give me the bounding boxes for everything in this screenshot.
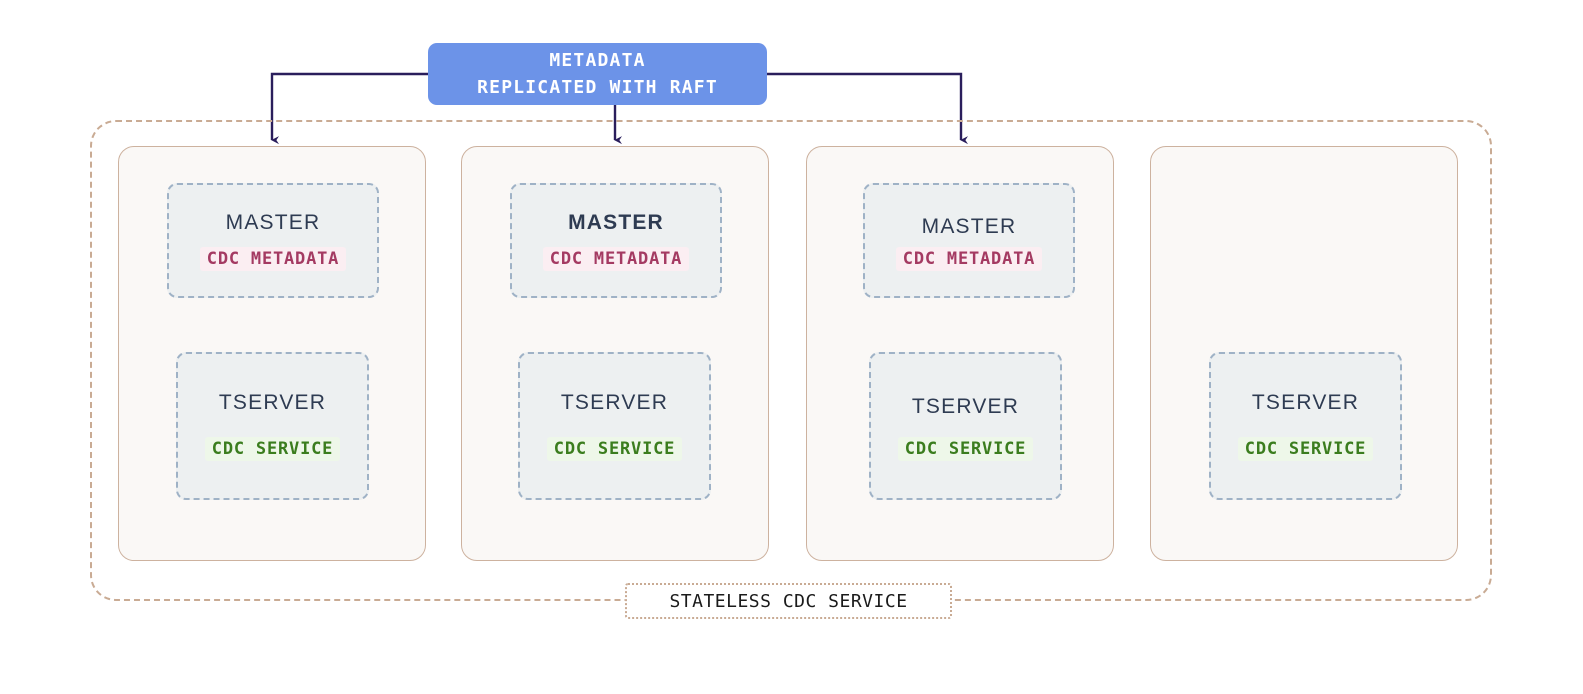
tserver-process-4[interactable]: TSERVER CDC SERVICE: [1209, 352, 1402, 500]
cdc-service-tag-1: CDC SERVICE: [204, 437, 341, 461]
metadata-banner-line-2: REPLICATED WITH RAFT: [477, 77, 718, 98]
cdc-service-tag-2: CDC SERVICE: [546, 437, 683, 461]
metadata-raft-banner[interactable]: METADATA REPLICATED WITH RAFT: [428, 43, 767, 105]
region-label-text: STATELESS CDC SERVICE: [669, 590, 908, 612]
master-title-1: MASTER: [225, 210, 321, 234]
tserver-process-1[interactable]: TSERVER CDC SERVICE: [176, 352, 369, 500]
tserver-title-1: TSERVER: [218, 391, 327, 414]
cdc-service-tag-3: CDC SERVICE: [897, 437, 1034, 461]
cdc-metadata-tag-1: CDC METADATA: [199, 246, 347, 271]
master-process-1[interactable]: MASTER CDC METADATA: [167, 183, 379, 298]
master-process-2[interactable]: MASTER CDC METADATA: [510, 183, 722, 298]
tserver-process-3[interactable]: TSERVER CDC SERVICE: [869, 352, 1062, 500]
cdc-service-tag-4: CDC SERVICE: [1237, 437, 1374, 461]
tserver-title-2: TSERVER: [560, 391, 669, 414]
master-title-2: MASTER: [568, 210, 664, 234]
node-card-3[interactable]: MASTER CDC METADATA TSERVER CDC SERVICE: [806, 146, 1114, 561]
node-card-2[interactable]: MASTER CDC METADATA TSERVER CDC SERVICE: [461, 146, 769, 561]
node-card-4[interactable]: TSERVER CDC SERVICE: [1150, 146, 1458, 561]
master-title-3: MASTER: [921, 214, 1017, 238]
metadata-banner-line-1: METADATA: [549, 50, 646, 71]
node-card-1[interactable]: MASTER CDC METADATA TSERVER CDC SERVICE: [118, 146, 426, 561]
cdc-metadata-tag-3: CDC METADATA: [895, 246, 1043, 271]
tserver-process-2[interactable]: TSERVER CDC SERVICE: [518, 352, 711, 500]
master-process-3[interactable]: MASTER CDC METADATA: [863, 183, 1075, 298]
tserver-title-3: TSERVER: [911, 395, 1020, 418]
cdc-metadata-tag-2: CDC METADATA: [542, 246, 690, 271]
stateless-cdc-service-label: STATELESS CDC SERVICE: [625, 583, 952, 619]
tserver-title-4: TSERVER: [1251, 391, 1360, 414]
